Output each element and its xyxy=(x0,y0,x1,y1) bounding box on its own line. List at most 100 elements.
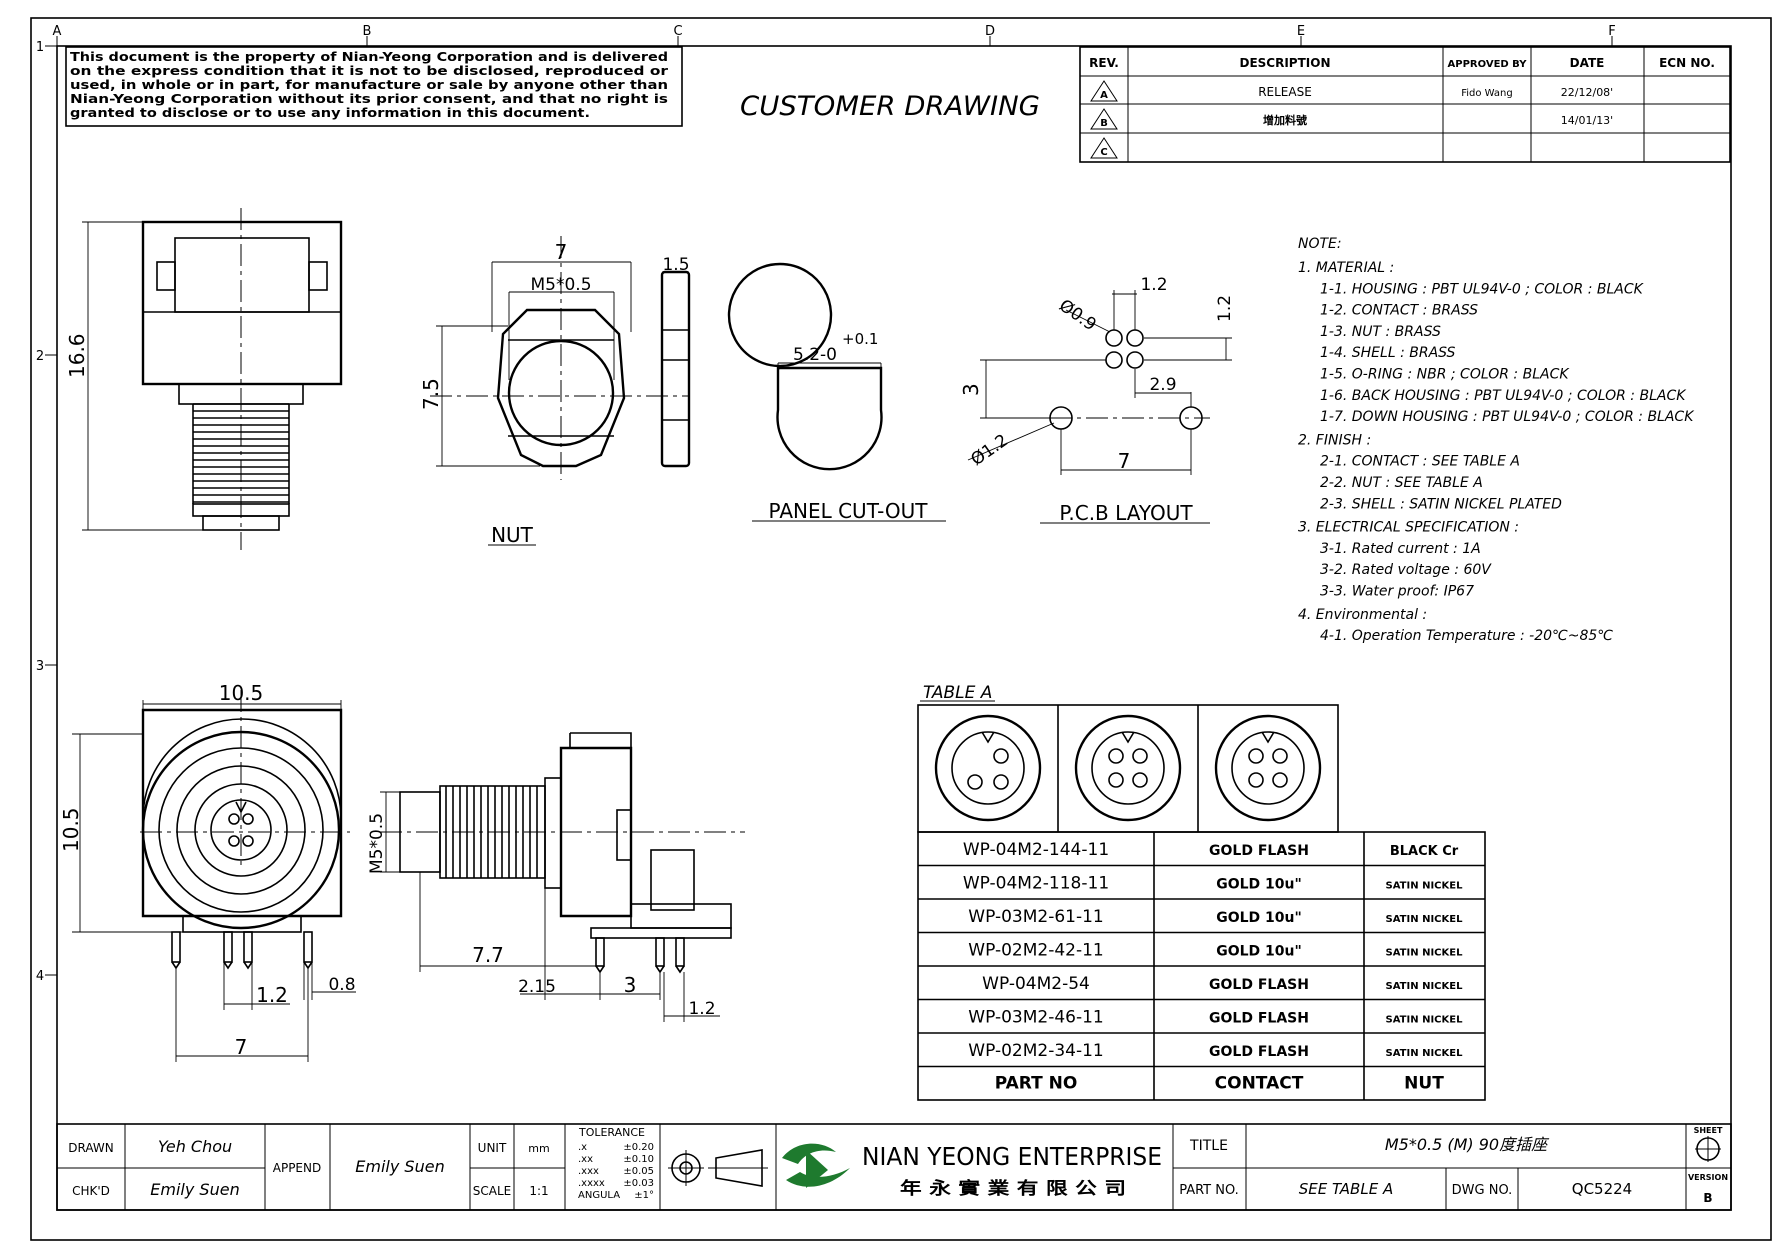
grid-col-c: C xyxy=(673,24,682,39)
dwg-no-value: QC5224 xyxy=(1572,1180,1632,1198)
connector-outline xyxy=(934,714,1042,822)
dwg-no-label: DWG NO. xyxy=(1452,1183,1513,1198)
table-a-nut: SATIN NICKEL xyxy=(1386,947,1464,958)
note-line: 1. MATERIAL : xyxy=(1298,260,1394,276)
tolerance-title: TOLERANCE xyxy=(578,1126,645,1139)
table-a-contact: GOLD 10u" xyxy=(1216,910,1302,926)
note-line: 2-3. SHELL : SATIN NICKEL PLATED xyxy=(1320,496,1562,512)
note-line: 1-2. CONTACT : BRASS xyxy=(1320,303,1478,319)
customer-drawing-title: CUSTOMER DRAWING xyxy=(740,91,1040,122)
table-a-part-no: WP-03M2-61-11 xyxy=(968,907,1103,927)
unit-label: UNIT xyxy=(478,1141,507,1155)
note-line: 1-4. SHELL : BRASS xyxy=(1320,345,1456,361)
contact-pin xyxy=(993,748,1009,764)
table-a-part-no: WP-03M2-46-11 xyxy=(968,1007,1103,1027)
rev-header-date: DATE xyxy=(1570,56,1605,70)
part-no-value: SEE TABLE A xyxy=(1299,1180,1393,1198)
title-block-grid xyxy=(56,1123,1732,1211)
grid-col-f: F xyxy=(1608,24,1615,39)
side-view xyxy=(380,732,745,1022)
append-label: APPEND xyxy=(273,1161,321,1175)
grid-col-a: A xyxy=(53,24,62,39)
face-pin-pitch-dim: 1.2 xyxy=(256,983,288,1007)
face-height-dim: 10.5 xyxy=(59,807,83,852)
table-a-contact: GOLD FLASH xyxy=(1209,843,1309,859)
panel-cutout-label: PANEL CUT-OUT xyxy=(769,499,929,523)
rev-c-letter: C xyxy=(1100,147,1107,158)
note-line: 1-7. DOWN HOUSING : PBT UL94V-0 ; COLOR … xyxy=(1320,409,1695,425)
rev-a-letter: A xyxy=(1100,90,1108,101)
tolerance-key: .xxx xyxy=(578,1166,599,1177)
tolerance-value: ±0.05 xyxy=(623,1166,654,1177)
projection-symbol-icon xyxy=(668,1149,768,1187)
notes-heading: NOTE: xyxy=(1298,236,1342,252)
rev-header-rev: REV. xyxy=(1089,56,1119,70)
checked-label: CHK'D xyxy=(72,1184,110,1198)
pcb-offset-y: 3 xyxy=(959,383,983,396)
disclaimer-text: This document is the property of Nian-Ye… xyxy=(70,50,668,120)
connector-insert xyxy=(951,731,1025,805)
nut-thickness-dim: 1.5 xyxy=(662,255,689,275)
disclaimer-line-1: This document is the property of Nian-Ye… xyxy=(70,50,668,64)
contact-pin xyxy=(1132,748,1148,764)
side-length-dim: 7.7 xyxy=(472,943,504,967)
disclaimer-line-3: used, in whole or in part, for manufactu… xyxy=(70,78,668,92)
table-a-contact: GOLD 10u" xyxy=(1216,943,1302,959)
connector-key xyxy=(1121,731,1135,744)
contact-pin xyxy=(1272,772,1288,788)
table-a-nut: SATIN NICKEL xyxy=(1386,914,1464,925)
sheet-symbol-icon xyxy=(1695,1136,1721,1162)
outer-frame xyxy=(30,17,1772,1241)
disclaimer-line-2: on the express condition that it is not … xyxy=(70,64,668,78)
drawn-by: Yeh Chou xyxy=(158,1137,232,1156)
front-view xyxy=(82,208,343,550)
note-line: 3-3. Water proof: IP67 xyxy=(1320,584,1474,600)
disclaimer-line-4: Nian-Yeong Corporation without its prior… xyxy=(70,92,668,106)
grid-col-e: E xyxy=(1297,24,1305,39)
side-pin-pitch-dim: 1.2 xyxy=(688,999,715,1019)
table-a-part-no: WP-04M2-54 xyxy=(982,974,1090,994)
face-width-dim: 10.5 xyxy=(219,681,264,705)
table-a-contact: GOLD FLASH xyxy=(1209,1010,1309,1026)
notes: NOTE: 1. MATERIAL : 1-1. HOUSING : PBT UL… xyxy=(1298,236,1695,644)
append-by: Emily Suen xyxy=(355,1157,444,1176)
title-label: TITLE xyxy=(1189,1138,1228,1154)
connector-outline xyxy=(1214,714,1322,822)
rev-header-ecn: ECN NO. xyxy=(1659,56,1715,70)
note-line: 1-1. HOUSING : PBT UL94V-0 ; COLOR : BLA… xyxy=(1320,281,1645,297)
tolerance-value: ±0.20 xyxy=(623,1142,654,1153)
connector-key xyxy=(981,731,995,744)
disclaimer-box xyxy=(65,46,683,127)
part-no-label: PART NO. xyxy=(1179,1183,1239,1198)
nut-thread-dim: M5*0.5 xyxy=(530,275,591,295)
nut-label: NUT xyxy=(491,523,534,547)
table-a-label: TABLE A xyxy=(923,683,992,703)
grid-marks xyxy=(45,36,1613,976)
table-a-contact: GOLD 10u" xyxy=(1216,876,1302,892)
note-line: 2-2. NUT : SEE TABLE A xyxy=(1320,475,1483,491)
cutout-dia-dim: 5.2-0 xyxy=(793,345,837,365)
connector-key xyxy=(1261,731,1275,744)
grid-col-d: D xyxy=(985,24,995,39)
note-line: 2-1. CONTACT : SEE TABLE A xyxy=(1320,454,1520,470)
tolerance-key: ANGULA xyxy=(578,1190,620,1201)
table-a-pin-diagrams xyxy=(917,704,1339,833)
grid-row-1: 1 xyxy=(36,40,44,55)
table-a-nut: SATIN NICKEL xyxy=(1386,1014,1464,1025)
checked-by: Emily Suen xyxy=(150,1180,239,1199)
cutout-tolerance: +0.1 xyxy=(842,330,878,348)
title-value: M5*0.5 (M) 90度插座 xyxy=(1385,1135,1550,1154)
table-a-part-no: WP-04M2-144-11 xyxy=(963,840,1109,860)
unit-value: mm xyxy=(528,1142,549,1155)
company-name-zh: 年 永 實 業 有 限 公 司 xyxy=(900,1178,1126,1199)
rev-header-description: DESCRIPTION xyxy=(1239,56,1330,70)
tolerance-value: ±1° xyxy=(634,1190,654,1201)
table-a-nut: SATIN NICKEL xyxy=(1386,1048,1464,1059)
tolerance-block: TOLERANCE .x±0.20.xx±0.10.xxx±0.05.xxxx±… xyxy=(578,1126,654,1201)
note-line: 2. FINISH : xyxy=(1298,432,1371,448)
nut-view xyxy=(430,236,691,480)
contact-pin xyxy=(1248,772,1264,788)
contact-pin xyxy=(967,774,983,790)
rev-a-description: RELEASE xyxy=(1258,85,1312,99)
